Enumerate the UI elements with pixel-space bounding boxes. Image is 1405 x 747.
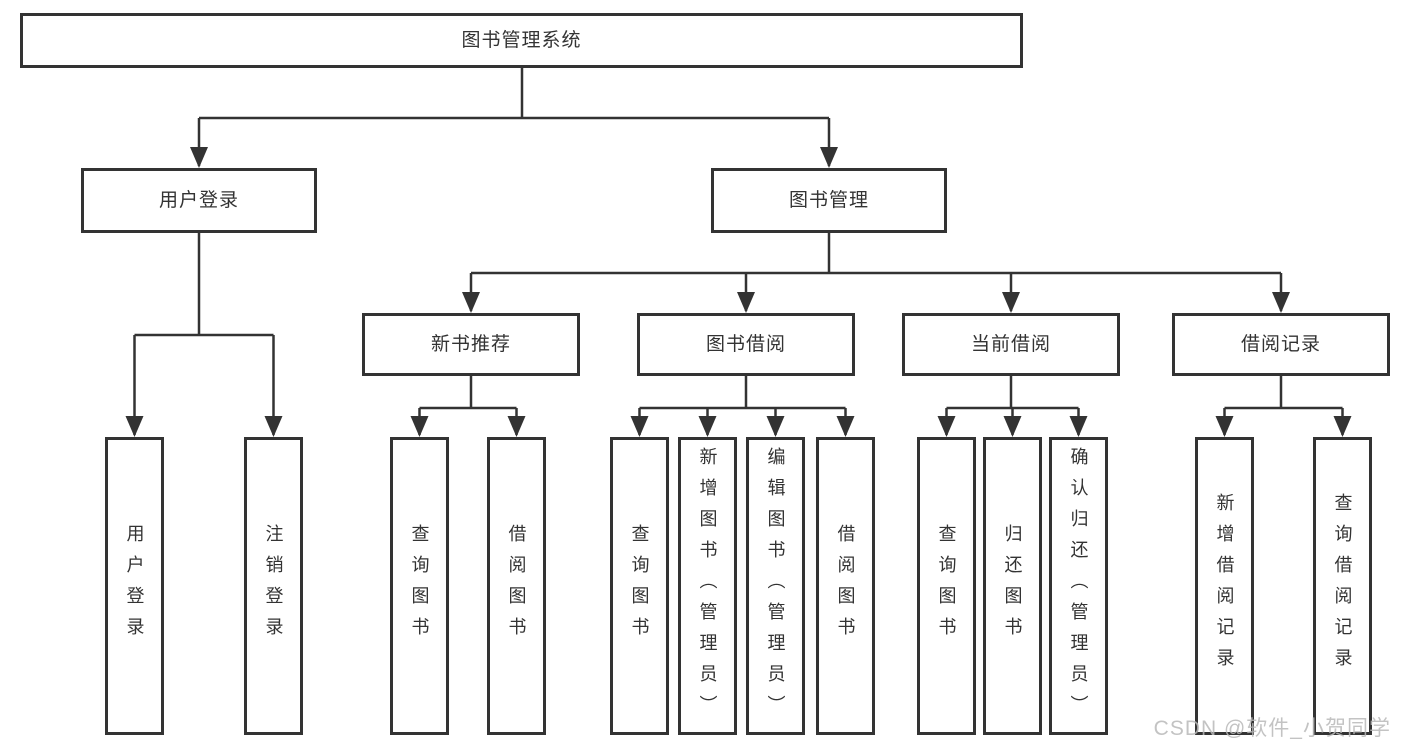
arrow-down-icon <box>698 416 717 437</box>
arrow-down-icon <box>507 416 526 437</box>
arrow-down-icon <box>264 416 283 437</box>
arrow-down-icon <box>820 147 838 168</box>
leaf-query-books-1: 查询图书 <box>390 437 449 735</box>
leaf-query-books-2: 查询图书 <box>610 437 669 735</box>
node-root: 图书管理系统 <box>20 13 1023 68</box>
node-label: 归还图书 <box>1002 524 1023 648</box>
connector-book-borrowing-children <box>638 376 847 435</box>
csdn-watermark: CSDN @软件_小贺同学 <box>1153 717 1391 740</box>
leaf-edit-book-admin: 编辑图书（管理员） <box>746 437 805 735</box>
node-label: 借阅图书 <box>506 524 527 648</box>
leaf-query-books-3: 查询图书 <box>917 437 976 735</box>
node-label: 注销登录 <box>263 524 284 648</box>
connector-root <box>197 68 831 166</box>
arrow-down-icon <box>766 416 785 437</box>
connector-book-management-children <box>469 233 1283 311</box>
arrow-down-icon <box>462 292 480 313</box>
arrow-down-icon <box>1069 416 1088 437</box>
arrow-down-icon <box>1215 416 1234 437</box>
node-label: 新增图书（管理员） <box>697 446 718 726</box>
node-label: 新书推荐 <box>430 334 511 355</box>
arrowhead-group <box>125 147 1352 437</box>
connector-user-login-children <box>133 233 275 435</box>
node-label: 借阅图书 <box>835 524 856 648</box>
node-current-borrowing: 当前借阅 <box>902 313 1120 376</box>
arrow-down-icon <box>937 416 956 437</box>
node-label: 查询借阅记录 <box>1332 493 1353 679</box>
arrow-down-icon <box>737 292 755 313</box>
node-book-management: 图书管理 <box>711 168 947 233</box>
node-label: 当前借阅 <box>970 334 1051 355</box>
leaf-borrow-books-1: 借阅图书 <box>487 437 546 735</box>
node-label: 用户登录 <box>124 524 145 648</box>
node-label: 确认归还（管理员） <box>1068 446 1089 726</box>
node-label: 新增借阅记录 <box>1214 493 1235 679</box>
node-borrowing-records: 借阅记录 <box>1172 313 1390 376</box>
node-label: 图书管理系统 <box>461 30 582 51</box>
arrow-down-icon <box>836 416 855 437</box>
node-label: 查询图书 <box>629 524 650 648</box>
node-label: 查询图书 <box>409 524 430 648</box>
node-label: 借阅记录 <box>1240 334 1321 355</box>
leaf-query-borrow-record: 查询借阅记录 <box>1313 437 1372 735</box>
node-label: 用户登录 <box>158 190 239 211</box>
arrow-down-icon <box>630 416 649 437</box>
leaf-return-books: 归还图书 <box>983 437 1042 735</box>
connector-borrowing-records-children <box>1223 376 1344 435</box>
leaf-user-login: 用户登录 <box>105 437 164 735</box>
leaf-borrow-books-2: 借阅图书 <box>816 437 875 735</box>
leaf-confirm-return-admin: 确认归还（管理员） <box>1049 437 1108 735</box>
arrow-down-icon <box>1272 292 1290 313</box>
arrow-down-icon <box>190 147 208 168</box>
arrow-down-icon <box>1003 416 1022 437</box>
arrow-down-icon <box>1002 292 1020 313</box>
connector-new-book-children <box>418 376 518 435</box>
node-label: 图书管理 <box>788 190 869 211</box>
node-label: 编辑图书（管理员） <box>765 446 786 726</box>
leaf-logout: 注销登录 <box>244 437 303 735</box>
leaf-add-borrow-record: 新增借阅记录 <box>1195 437 1254 735</box>
arrow-down-icon <box>1333 416 1352 437</box>
node-new-book-recommend: 新书推荐 <box>362 313 580 376</box>
node-label: 图书借阅 <box>705 334 786 355</box>
node-label: 查询图书 <box>936 524 957 648</box>
node-book-borrowing: 图书借阅 <box>637 313 855 376</box>
arrow-down-icon <box>410 416 429 437</box>
node-user-login: 用户登录 <box>81 168 317 233</box>
leaf-add-book-admin: 新增图书（管理员） <box>678 437 737 735</box>
arrow-down-icon <box>125 416 144 437</box>
